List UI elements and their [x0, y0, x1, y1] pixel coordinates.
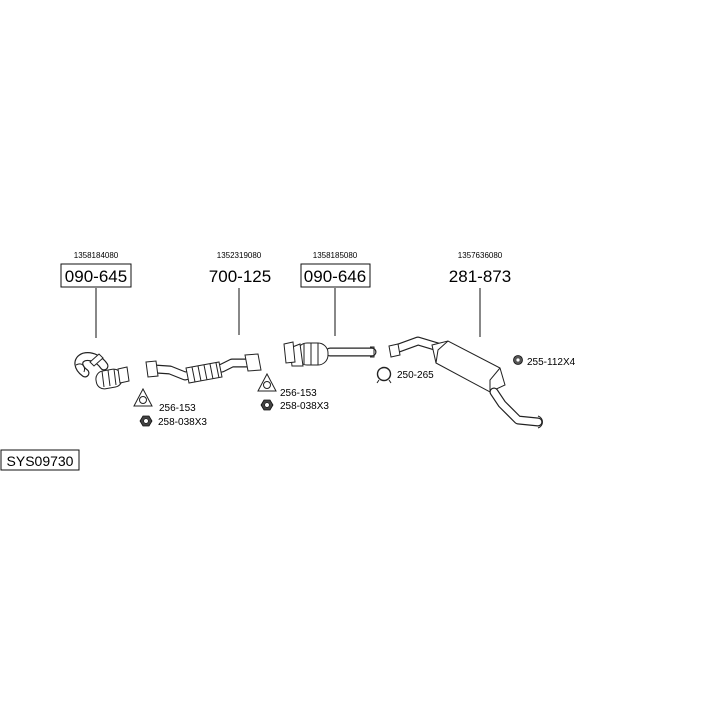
accessory-code: 250-265 [397, 370, 434, 381]
part-group-rear-silencer: 1357636080 281-873 [388, 251, 543, 429]
part-group-catalytic-converter-2: 1358185080 090-646 [283, 251, 377, 367]
catalytic-converter-icon[interactable] [283, 341, 377, 367]
accessory-nut: 258-038X3 [139, 415, 207, 428]
system-code: SYS09730 [0, 449, 80, 471]
accessory-code: 256-153 [159, 403, 196, 414]
nut-icon[interactable] [139, 415, 153, 427]
part-number-box [300, 263, 371, 288]
nut-icon[interactable] [260, 399, 274, 411]
system-code-box [0, 449, 80, 471]
rubber-mount-icon[interactable] [513, 355, 523, 365]
accessory-gasket: 256-153 [133, 387, 196, 414]
oem-number: 1358184080 [74, 251, 119, 260]
accessory-gasket: 256-153 [257, 372, 317, 399]
part-number-label[interactable]: 090-646 [304, 267, 366, 286]
part-number-label[interactable]: 281-873 [449, 267, 511, 286]
clamp-icon[interactable] [376, 366, 392, 384]
accessory-code: 258-038X3 [158, 417, 207, 428]
rear-silencer-icon[interactable] [388, 336, 543, 429]
accessory-code: 258-038X3 [280, 401, 329, 412]
front-pipe-icon[interactable] [145, 353, 262, 384]
part-number-box [60, 263, 132, 288]
oem-number: 1352319080 [217, 251, 262, 260]
part-number-label[interactable]: 700-125 [209, 267, 271, 286]
oem-number: 1357636080 [458, 251, 503, 260]
accessory-nut: 258-038X3 [260, 399, 329, 412]
part-group-catalytic-converter-1: 1358184080 090-645 [60, 251, 132, 390]
accessory-rubber-mount: 255-112X4 [513, 355, 576, 368]
catalytic-converter-icon[interactable] [74, 352, 130, 390]
accessory-code: 256-153 [280, 388, 317, 399]
part-group-front-pipe: 1352319080 700-125 [145, 251, 271, 384]
accessory-clamp: 250-265 [376, 366, 434, 384]
oem-number: 1358185080 [313, 251, 358, 260]
part-number-label[interactable]: 090-645 [65, 267, 127, 286]
system-code-label: SYS09730 [7, 453, 74, 469]
accessory-code: 255-112X4 [527, 357, 576, 368]
